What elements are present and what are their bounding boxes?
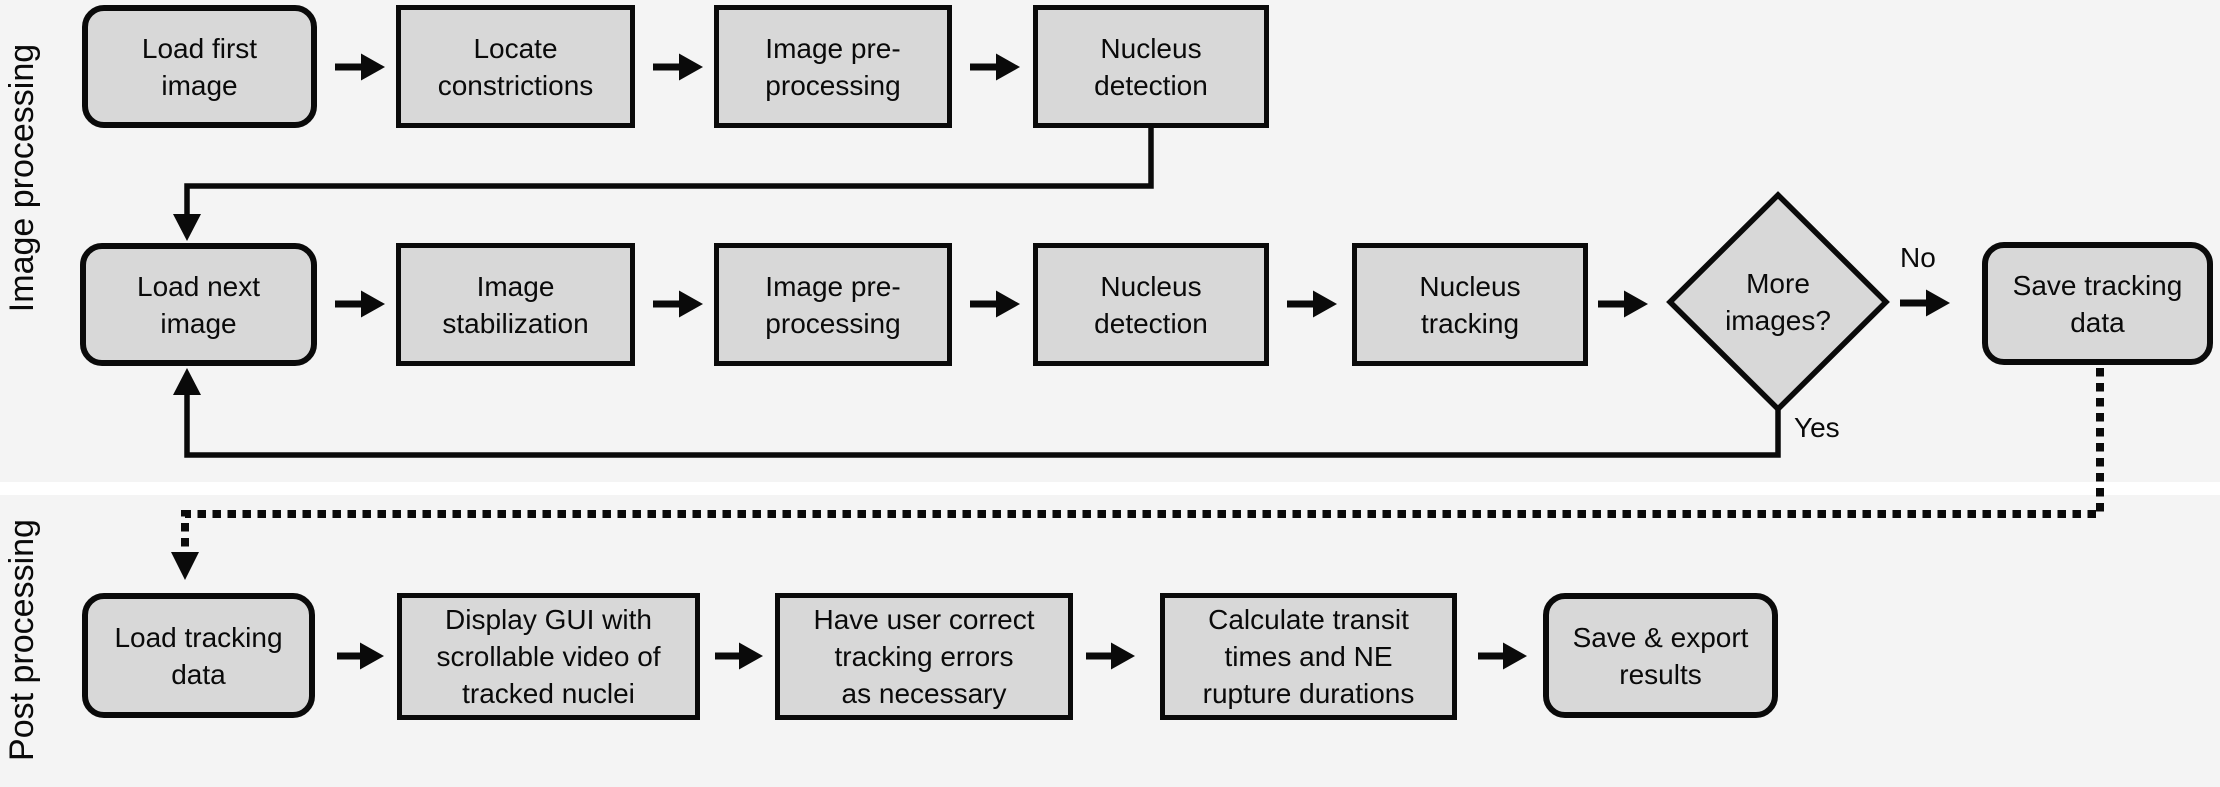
arrow-no: [1900, 289, 1950, 317]
arrow: [970, 290, 1020, 318]
section-label-post-processing: Post processing: [2, 519, 41, 761]
diamond-shape: [1666, 191, 1890, 413]
arrowhead-down-row2: [173, 214, 201, 241]
arrow: [335, 53, 385, 81]
node-load-tracking-data: Load tracking data: [82, 593, 315, 718]
connector-row1-to-row2: [184, 128, 1154, 218]
node-display-gui: Display GUI with scrollable video of tra…: [397, 593, 700, 720]
arrow: [653, 290, 703, 318]
node-image-stabilization: Image stabilization: [396, 243, 635, 366]
arrow: [715, 642, 763, 670]
arrowhead-down-dotted: [171, 552, 199, 580]
connector-yes-loop: [184, 392, 1781, 458]
node-calculate-transit: Calculate transit times and NE rupture d…: [1160, 593, 1457, 720]
node-locate-constrictions: Locate constrictions: [396, 5, 635, 128]
node-load-next-image: Load next image: [80, 243, 317, 366]
arrow: [335, 290, 385, 318]
arrow: [1598, 290, 1648, 318]
section-separator: [0, 482, 2220, 495]
arrow: [337, 642, 384, 670]
node-image-preprocessing-1: Image pre- processing: [714, 5, 952, 128]
arrow: [1086, 642, 1135, 670]
node-nucleus-detection-1: Nucleus detection: [1033, 5, 1269, 128]
node-image-preprocessing-2: Image pre- processing: [714, 243, 952, 366]
node-have-user-correct: Have user correct tracking errors as nec…: [775, 593, 1073, 720]
node-save-tracking-data: Save tracking data: [1982, 242, 2213, 365]
arrow: [1287, 290, 1337, 318]
node-nucleus-tracking: Nucleus tracking: [1352, 243, 1588, 366]
edge-label-no: No: [1900, 242, 1936, 273]
arrow: [970, 53, 1020, 81]
node-save-export-results: Save & export results: [1543, 593, 1778, 718]
node-load-first-image: Load first image: [82, 5, 317, 128]
node-nucleus-detection-2: Nucleus detection: [1033, 243, 1269, 366]
arrowhead-up-yes: [173, 368, 201, 395]
arrow: [653, 53, 703, 81]
section-label-image-processing: Image processing: [2, 43, 41, 313]
arrow: [1478, 642, 1527, 670]
diamond-label: More images?: [1725, 268, 1831, 336]
node-more-images: More images?: [1662, 187, 1894, 417]
edge-label-yes: Yes: [1794, 412, 1840, 443]
